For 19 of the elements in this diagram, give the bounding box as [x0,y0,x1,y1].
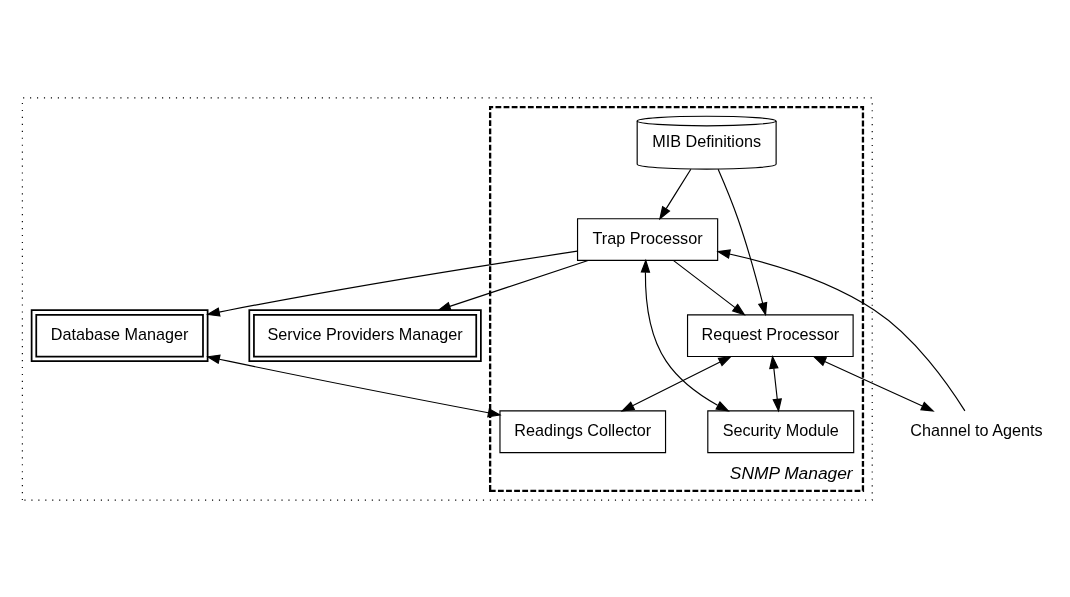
arrow [658,168,692,220]
node-box: Security Module [707,409,855,453]
arrow [206,354,502,418]
node-box: Trap Processor [576,217,719,261]
arrow [812,355,935,412]
arrow [620,355,733,412]
arrow [769,354,783,413]
arrow [716,248,966,411]
cluster [21,96,873,501]
arrow [717,168,768,316]
arrow [673,259,746,316]
arrow [640,258,730,412]
node-box: Service Providers Manager [248,308,482,362]
arrow [206,250,578,317]
node-box: Readings Collector [499,409,667,453]
node-box: Request Processor [686,313,854,357]
node-text: Channel to Agents [910,420,1043,439]
node-box: Database Manager [30,308,209,362]
arrow [436,259,589,311]
